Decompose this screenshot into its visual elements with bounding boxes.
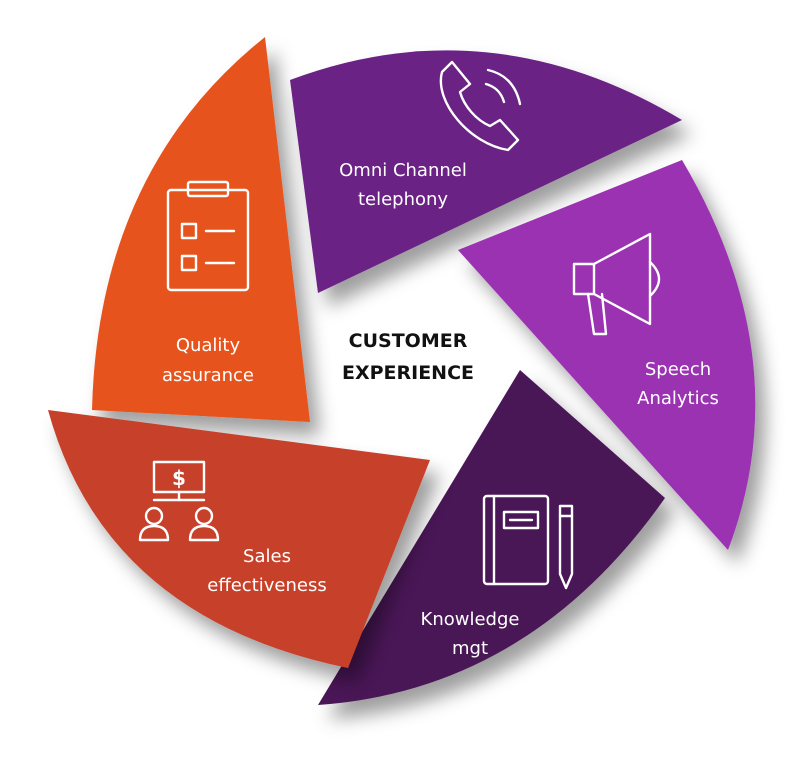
segment-quality-shape xyxy=(92,37,310,422)
segment-quality-label-line1: Quality xyxy=(176,335,241,356)
segment-sales-shape xyxy=(48,410,430,668)
center-title-line2: EXPERIENCE xyxy=(342,362,474,384)
center-title: CUSTOMER EXPERIENCE xyxy=(342,330,474,384)
segment-quality-label-line2: assurance xyxy=(162,365,254,386)
money-people-icon: $ xyxy=(138,460,220,542)
segment-knowledge-mgt: Knowledge mgt xyxy=(318,370,665,705)
segment-sales-label-line2: effectiveness xyxy=(207,575,326,596)
checklist-icon xyxy=(166,180,250,292)
segment-speech-label-line1: Speech xyxy=(645,359,711,380)
segment-telephony-label-line2: telephony xyxy=(358,189,448,210)
segment-knowledge-label-line2: mgt xyxy=(452,638,488,659)
segment-sales-effectiveness: $ Sales effectiveness xyxy=(48,410,430,668)
segment-knowledge-label-line1: Knowledge xyxy=(421,609,520,630)
segment-omni-channel-telephony: Omni Channel telephony xyxy=(290,50,682,293)
segment-knowledge-shape xyxy=(318,370,665,705)
segment-telephony-shape xyxy=(290,50,682,293)
segment-telephony-label-line1: Omni Channel xyxy=(339,160,467,181)
dollar-sign: $ xyxy=(172,466,186,490)
segment-speech-label-line2: Analytics xyxy=(637,388,719,409)
segment-sales-label-line1: Sales xyxy=(243,546,291,567)
segment-quality-assurance: Quality assurance xyxy=(92,37,310,422)
phone-icon xyxy=(439,60,522,152)
center-title-line1: CUSTOMER xyxy=(349,330,468,352)
megaphone-icon xyxy=(572,232,661,336)
notebook-pencil-icon xyxy=(482,494,574,590)
segment-speech-analytics: Speech Analytics xyxy=(458,160,756,550)
segment-speech-shape xyxy=(458,160,756,550)
